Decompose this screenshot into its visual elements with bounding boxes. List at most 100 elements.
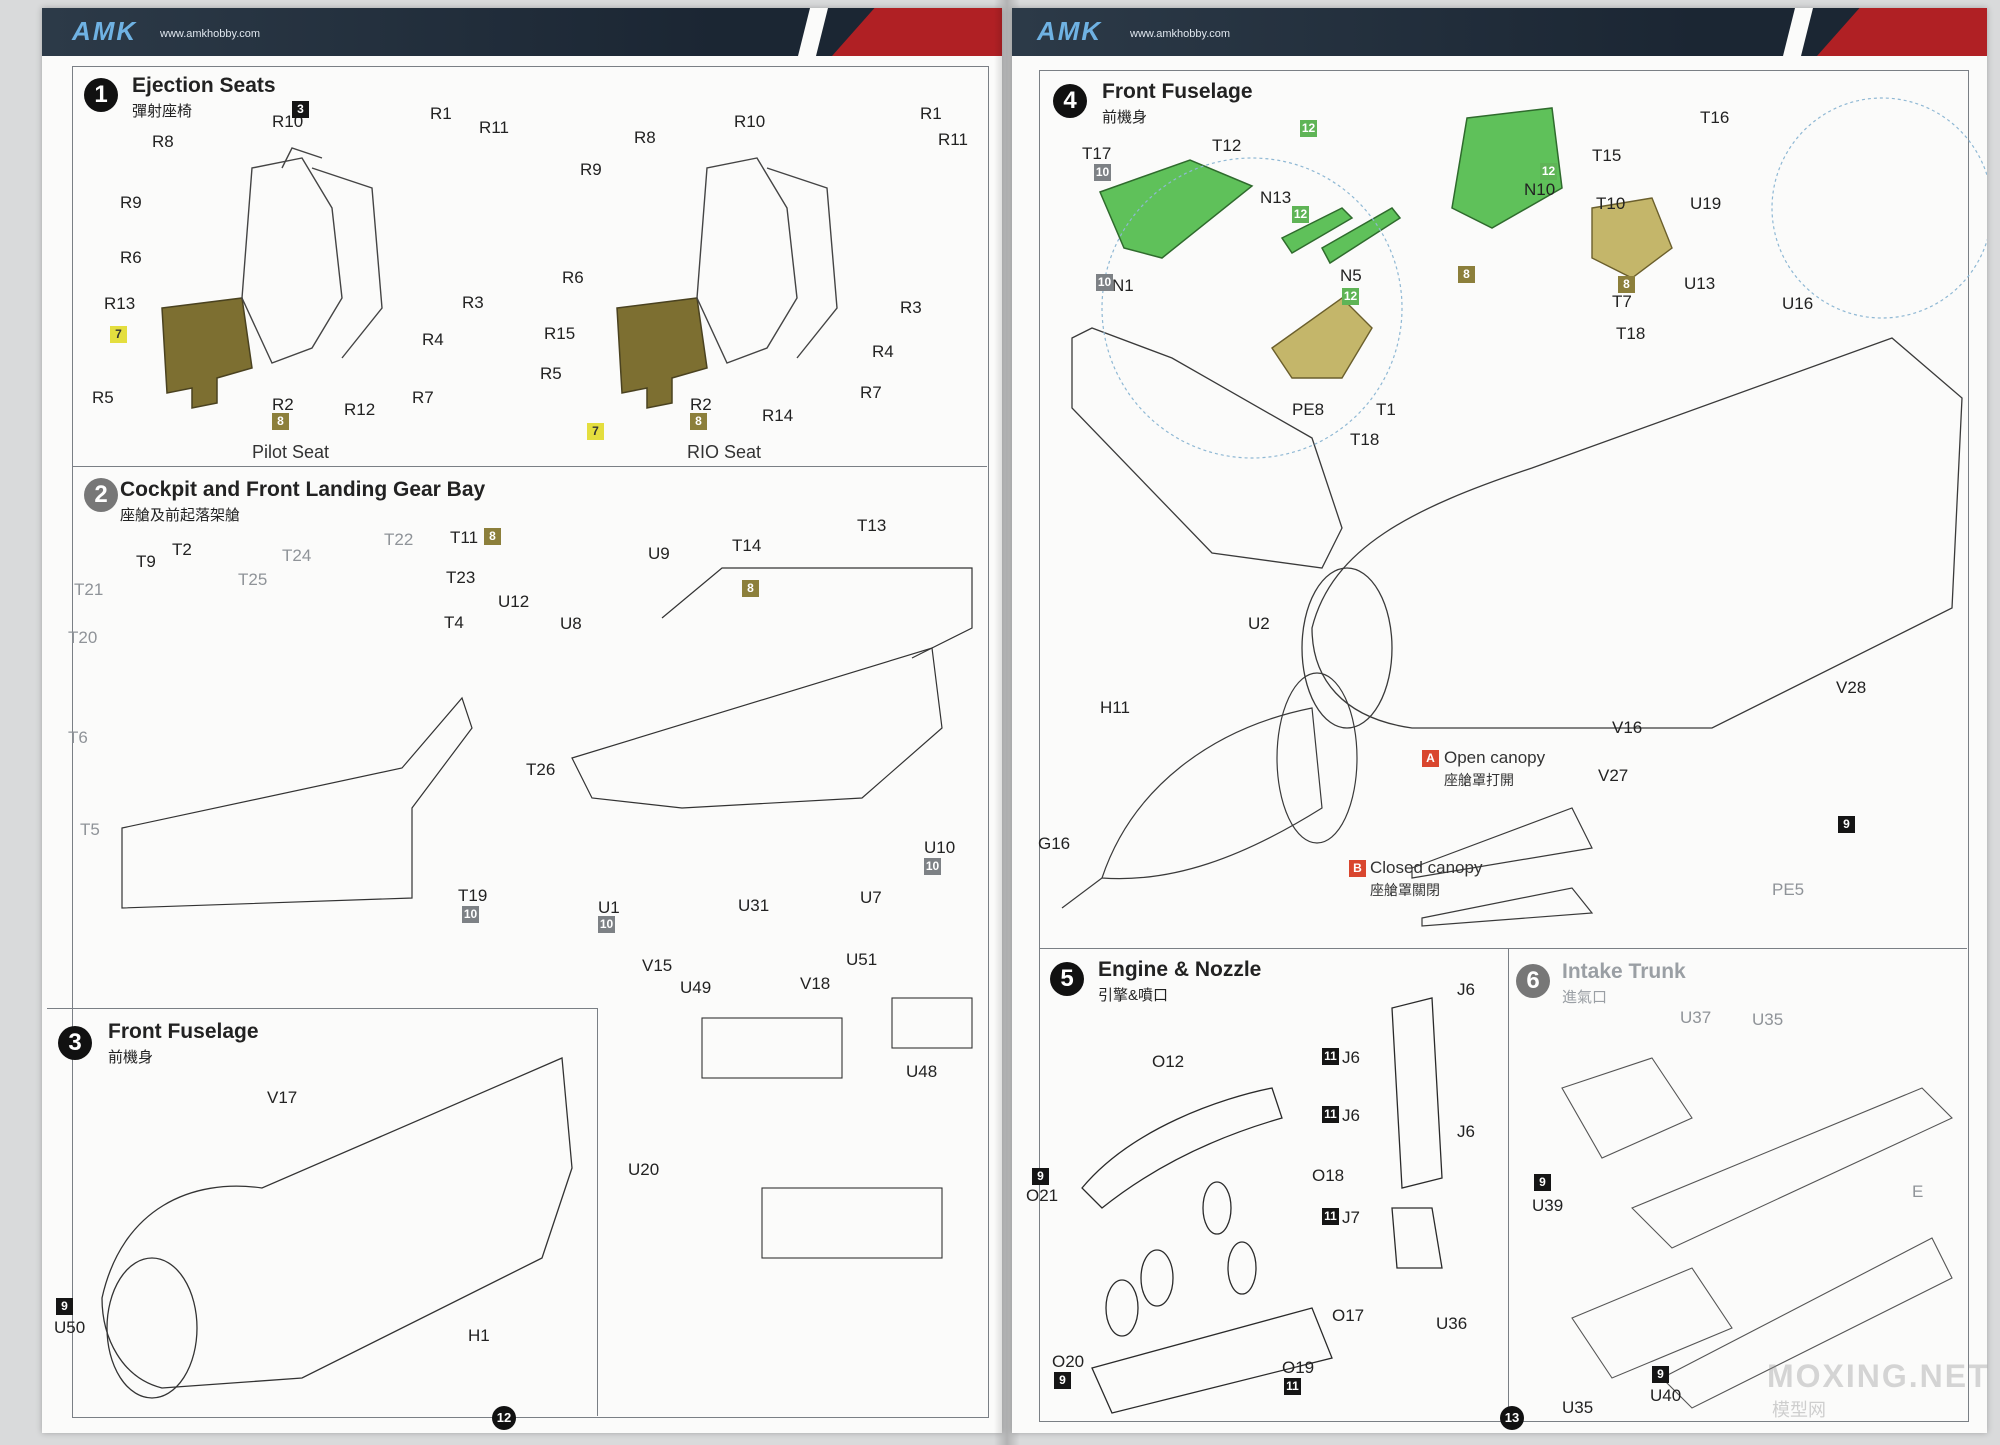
- page-header-right: AMK www.amkhobby.com: [1012, 8, 1987, 56]
- part-label: V28: [1836, 678, 1867, 697]
- part-label: U13: [1684, 274, 1716, 293]
- section-title: Front Fuselage: [1102, 80, 1253, 103]
- part-label: O20: [1052, 1352, 1085, 1371]
- section-title: Ejection Seats: [132, 74, 276, 97]
- olive-parts: [1271, 197, 1673, 379]
- section-subtitle: 引擎&噴口: [1098, 987, 1169, 1004]
- color-chip: 7: [110, 326, 127, 343]
- part-label: O21: [1026, 1186, 1059, 1205]
- part-label: T26: [526, 760, 556, 779]
- option-b-marker: B: [1349, 860, 1366, 877]
- section-subtitle: 前機身: [108, 1049, 154, 1066]
- page-header-left: AMK www.amkhobby.com: [42, 8, 1002, 56]
- part-label: R13: [104, 294, 136, 313]
- color-chip: 9: [56, 1298, 73, 1315]
- part-label: U39: [1532, 1196, 1564, 1215]
- part-label: T12: [1212, 136, 1242, 155]
- part-label: R15: [544, 324, 576, 343]
- nose-cone: [1061, 672, 1358, 909]
- part-label: R14: [762, 406, 794, 425]
- color-chip: 12: [1292, 206, 1309, 223]
- part-label: T6: [68, 728, 88, 747]
- section-subtitle: 進氣口: [1562, 989, 1608, 1006]
- right-line-art: [1061, 97, 1987, 1414]
- open-canopy-label: Open canopy: [1444, 748, 1546, 767]
- section2-panels: [701, 997, 973, 1259]
- part-label: T20: [68, 628, 98, 647]
- color-chip: 9: [1652, 1366, 1669, 1383]
- color-chip: 9: [1032, 1168, 1049, 1185]
- part-label: T18: [1350, 430, 1380, 449]
- part-label: N10: [1524, 180, 1556, 199]
- part-label: R2: [272, 395, 294, 414]
- part-label: U1: [598, 898, 620, 917]
- part-label: U2: [1248, 614, 1270, 633]
- section-subtitle: 座艙及前起落架艙: [120, 507, 241, 524]
- color-chip: 8: [272, 413, 289, 430]
- part-label: O19: [1282, 1358, 1315, 1377]
- divider-2-3: [47, 1008, 597, 1009]
- rio-seat-frame: [696, 157, 838, 364]
- part-label: V17: [267, 1088, 298, 1107]
- section-title: Front Fuselage: [108, 1020, 259, 1043]
- part-label: T25: [238, 570, 268, 589]
- part-label: T10: [1596, 194, 1626, 213]
- website-text: www.amkhobby.com: [1130, 28, 1231, 40]
- color-chip: 10: [924, 858, 941, 875]
- part-label: E: [1912, 1182, 1924, 1201]
- amk-logo: AMK: [72, 16, 138, 46]
- watermark-subtitle: 模型网: [1772, 1400, 1826, 1420]
- section-subtitle: 彈射座椅: [132, 103, 193, 120]
- part-label: U49: [680, 978, 712, 997]
- part-label: O12: [1152, 1052, 1185, 1071]
- part-label: J6: [1457, 1122, 1475, 1141]
- part-label: R11: [479, 118, 509, 137]
- part-label: T2: [172, 540, 192, 559]
- part-label: T24: [282, 546, 312, 565]
- color-chip: 11: [1322, 1106, 1339, 1123]
- pilot-seat-caption: Pilot Seat: [252, 442, 330, 462]
- detail-callout-circles: [1101, 97, 1987, 459]
- section2-cockpit: [121, 567, 973, 909]
- color-chip: 9: [1838, 816, 1855, 833]
- part-label: T7: [1612, 292, 1632, 311]
- step-number: 5: [1050, 962, 1084, 996]
- canopy-glass: [1098, 107, 1563, 265]
- part-label: U35: [1562, 1398, 1594, 1417]
- color-chip: 11: [1322, 1048, 1339, 1065]
- part-label: V16: [1612, 718, 1643, 737]
- part-label: R4: [872, 342, 894, 361]
- intake-trunk: [1561, 1057, 1953, 1409]
- part-label: V15: [642, 956, 673, 975]
- rio-seat-caption: RIO Seat: [687, 442, 762, 462]
- part-label: R11: [938, 130, 968, 149]
- part-label: U50: [54, 1318, 86, 1337]
- step-number: 6: [1516, 964, 1550, 998]
- part-label: PE8: [1292, 400, 1325, 419]
- part-label: T18: [1616, 324, 1646, 343]
- part-label: T11: [450, 528, 479, 547]
- part-label: R8: [152, 132, 174, 151]
- color-chip: 8: [690, 413, 707, 430]
- divider-4-56: [1039, 948, 1967, 949]
- color-chip: 10: [1096, 274, 1113, 291]
- part-label: R2: [690, 395, 712, 414]
- closed-canopy-label: Closed canopy: [1370, 858, 1483, 877]
- color-chip: 8: [742, 580, 759, 597]
- color-chip: 12: [1342, 288, 1359, 305]
- color-chip: 8: [1458, 266, 1475, 283]
- part-label: N5: [1340, 266, 1362, 285]
- part-label: H11: [1100, 698, 1130, 717]
- part-label: R12: [344, 400, 376, 419]
- watermark: MOXING.NET: [1767, 1358, 1990, 1394]
- part-label: R7: [412, 388, 434, 407]
- step-number: 4: [1053, 84, 1087, 118]
- part-label: R6: [120, 248, 142, 267]
- part-label: R6: [562, 268, 584, 287]
- step-number: 2: [84, 478, 118, 512]
- part-label: T1: [1376, 400, 1396, 419]
- color-chip: 10: [598, 916, 615, 933]
- part-label: R4: [422, 330, 444, 349]
- color-chip: 7: [587, 423, 604, 440]
- part-label: PE5: [1772, 880, 1805, 899]
